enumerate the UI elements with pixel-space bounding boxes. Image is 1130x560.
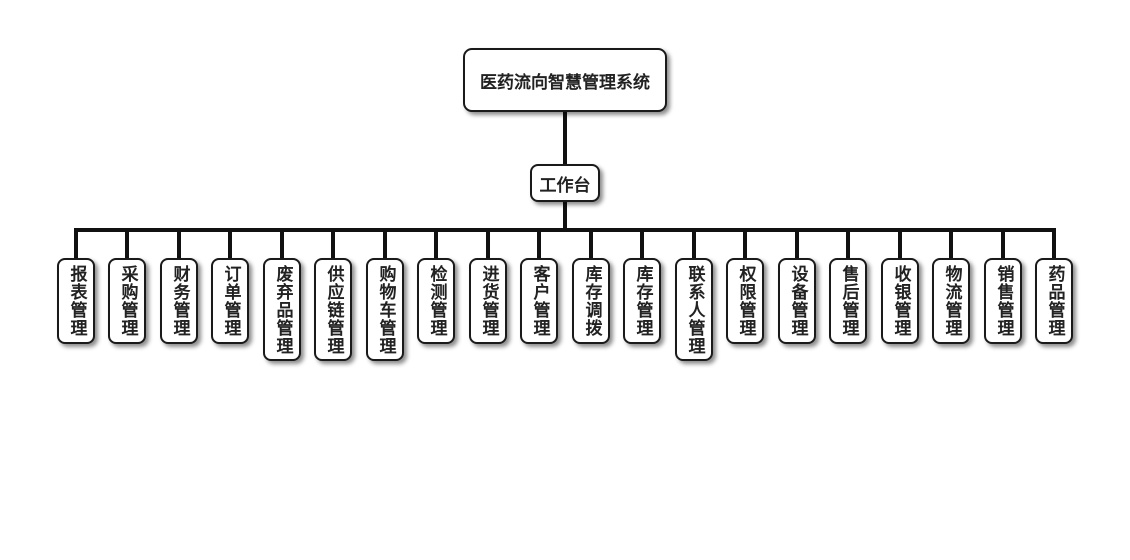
module-node-label: 检测管理	[426, 265, 447, 337]
module-node-label: 财务管理	[169, 265, 190, 337]
module-node: 客户管理	[520, 258, 558, 344]
root-node-label: 医药流向智慧管理系统	[480, 72, 650, 93]
module-node: 报表管理	[57, 258, 95, 344]
module-node: 订单管理	[211, 258, 249, 344]
module-node-label: 设备管理	[787, 265, 808, 337]
module-node-label: 药品管理	[1044, 265, 1065, 337]
module-node: 售后管理	[829, 258, 867, 344]
module-node-label: 供应链管理	[323, 265, 344, 355]
module-node-label: 联系人管理	[684, 265, 705, 355]
module-node-label: 权限管理	[735, 265, 756, 337]
module-node: 购物车管理	[366, 258, 404, 361]
module-node-label: 废弃品管理	[272, 265, 293, 355]
module-node: 库存调拨	[572, 258, 610, 344]
module-node: 物流管理	[932, 258, 970, 344]
module-node: 检测管理	[417, 258, 455, 344]
module-node: 销售管理	[984, 258, 1022, 344]
module-node-label: 报表管理	[66, 265, 87, 337]
module-node: 采购管理	[108, 258, 146, 344]
hub-node-label: 工作台	[539, 175, 591, 196]
hub-node: 工作台	[530, 164, 600, 202]
module-node: 财务管理	[160, 258, 198, 344]
module-drop-connectors	[74, 230, 1056, 258]
module-node-label: 进货管理	[478, 265, 499, 337]
module-node: 药品管理	[1035, 258, 1073, 344]
module-node: 进货管理	[469, 258, 507, 344]
module-node: 供应链管理	[314, 258, 352, 361]
module-node-label: 收银管理	[890, 265, 911, 337]
module-node-label: 销售管理	[993, 265, 1014, 337]
module-node: 废弃品管理	[263, 258, 301, 361]
module-node: 联系人管理	[675, 258, 713, 361]
module-node-label: 购物车管理	[375, 265, 396, 355]
root-node: 医药流向智慧管理系统	[463, 48, 667, 112]
module-node-label: 售后管理	[838, 265, 859, 337]
module-node: 权限管理	[726, 258, 764, 344]
module-node-label: 物流管理	[941, 265, 962, 337]
module-node-label: 订单管理	[220, 265, 241, 337]
module-node-label: 库存管理	[632, 265, 653, 337]
module-node: 设备管理	[778, 258, 816, 344]
module-node-label: 采购管理	[117, 265, 138, 337]
module-node-label: 客户管理	[529, 265, 550, 337]
module-node: 收银管理	[881, 258, 919, 344]
module-node-label: 库存调拨	[581, 265, 602, 337]
module-node: 库存管理	[623, 258, 661, 344]
